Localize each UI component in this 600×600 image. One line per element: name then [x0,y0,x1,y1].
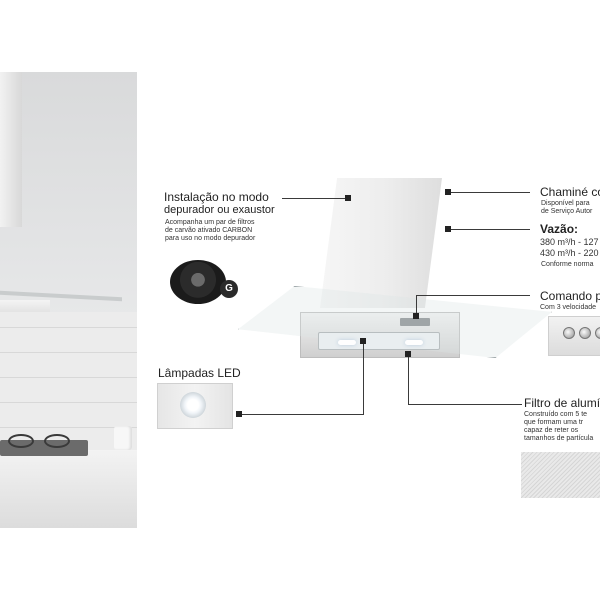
lampadas-title: Lâmpadas LED [158,366,241,380]
leader-line [416,295,417,315]
leader-dot [413,313,419,319]
control-panel-icon [548,316,600,356]
instalacao-desc: Acompanha um par de filtros [165,219,255,226]
leader-dot [405,351,411,357]
photo-burner [8,434,34,448]
carbon-filter-disk [170,260,226,304]
hood-control-panel [400,318,430,326]
speed-button-icon [579,327,591,339]
photo-chimney [0,72,22,227]
leader-line [416,295,530,296]
speed-button-icon [563,327,575,339]
leader-line [448,192,530,193]
vazao-note: Conforme norma [541,261,594,268]
photo-mug [114,426,132,450]
filtro-desc: que formam uma tr [524,419,584,426]
filtro-desc: capaz de reter os [524,427,579,434]
kitchen-photo [0,72,137,528]
leader-dot [345,195,351,201]
leader-line [363,340,364,415]
hood-led-light [338,340,356,345]
speed-button-icon [595,327,600,339]
photo-counter [0,450,137,528]
chamine-desc: Disponível para [541,200,590,207]
chamine-desc: de Serviço Autor [541,208,593,215]
hood-underside [318,332,440,350]
led-glow [180,392,206,418]
leader-line [448,229,530,230]
filtro-desc: tamanhos de partícula [524,435,594,442]
leader-line [408,404,522,405]
vazao-value: 380 m³/h - 127 [540,237,599,247]
filtro-desc: Construído com 5 te [524,411,588,418]
instalacao-title-line2: depurador ou exaustor [164,204,275,216]
chamine-title: Chaminé co [540,185,600,199]
instalacao-desc: para uso no modo depurador [165,235,256,242]
leader-line [282,198,348,199]
hood-led-light [405,340,423,345]
photo-burner [44,434,70,448]
leader-dot [360,338,366,344]
vazao-value: 430 m³/h - 220 [540,248,599,258]
vazao-title: Vazão: [540,222,579,236]
led-lamp-icon [157,383,233,429]
leader-line [238,414,364,415]
leader-dot [445,226,451,232]
filtro-title: Filtro de alumín [524,396,600,410]
instalacao-desc: de carvão ativado CARBON [165,227,253,234]
comando-title: Comando pu [540,289,600,303]
leader-dot [445,189,451,195]
leader-dot [236,411,242,417]
hood-chimney [320,178,442,308]
filter-badge: G [220,280,238,298]
comando-desc: Com 3 velocidade [540,304,597,311]
leader-line [408,354,409,405]
aluminum-filter-icon [521,452,600,498]
instalacao-title-line1: Instalação no modo [164,190,269,204]
carbon-filter-icon: G [170,256,238,310]
